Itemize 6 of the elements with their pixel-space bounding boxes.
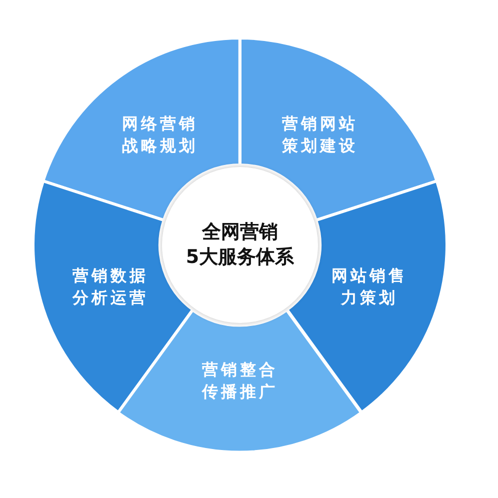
- segment-label: 网站销售力策划: [330, 265, 408, 310]
- segment-label: 营销网站策划建设: [280, 112, 359, 157]
- center-title: 全网营销5大服务体系: [186, 220, 294, 270]
- segment-label: 营销数据分析运营: [71, 265, 150, 310]
- segment-label: 网络营销战略规划: [121, 112, 200, 157]
- segment-label: 营销整合传播推广: [200, 358, 279, 403]
